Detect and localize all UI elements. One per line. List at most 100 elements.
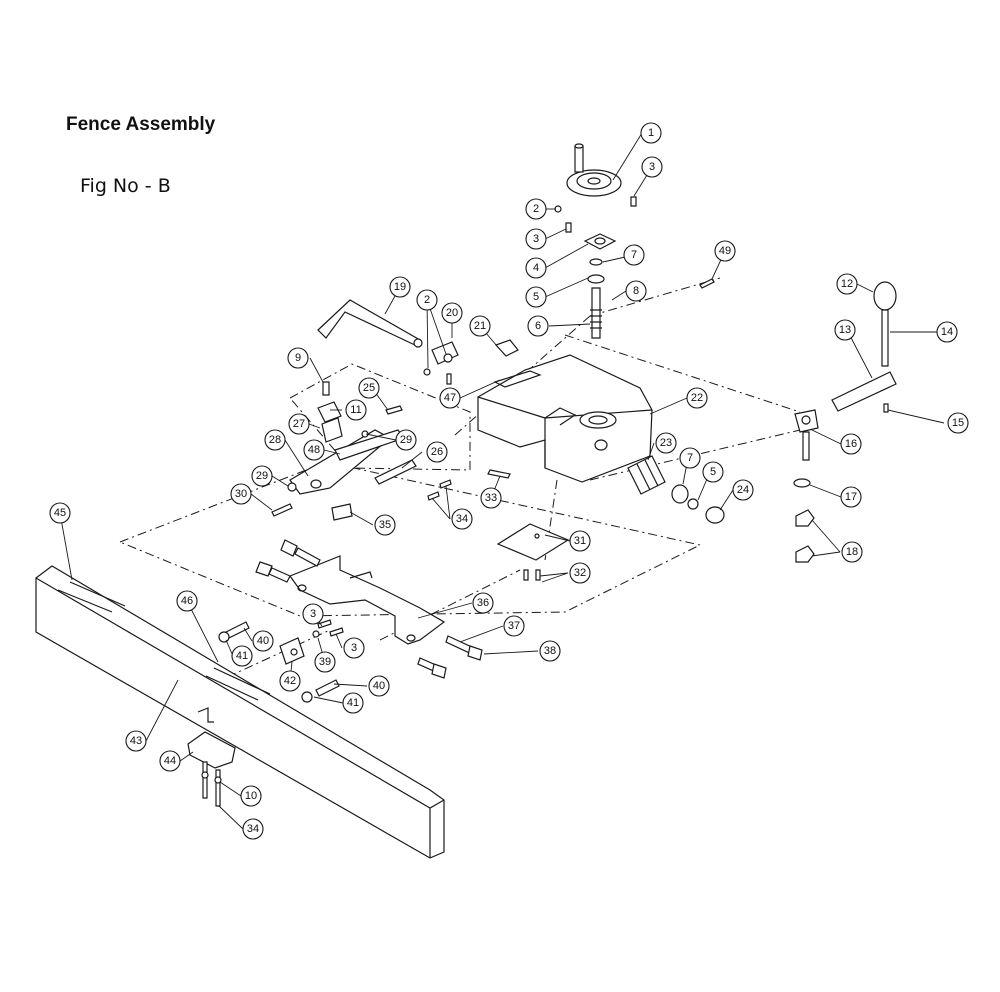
part-callout: 3 <box>641 156 663 178</box>
svg-text:39: 39 <box>319 656 331 668</box>
svg-text:34: 34 <box>247 823 259 835</box>
svg-text:44: 44 <box>164 755 176 767</box>
svg-text:9: 9 <box>295 352 301 364</box>
part-callout: 8 <box>625 280 647 302</box>
part-callout: 30 <box>230 483 252 505</box>
part-callout: 21 <box>469 315 491 337</box>
svg-text:3: 3 <box>351 642 357 654</box>
part-callout: 24 <box>732 479 754 501</box>
part-callout: 2 <box>416 289 438 311</box>
part-callout: 25 <box>358 377 380 399</box>
part-callout: 1 <box>640 122 662 144</box>
svg-text:34: 34 <box>456 513 468 525</box>
part-callout: 7 <box>623 244 645 266</box>
part-callout: 6 <box>527 315 549 337</box>
page-title: Fence Assembly <box>66 114 216 135</box>
svg-text:36: 36 <box>477 597 489 609</box>
part-callout: 35 <box>374 514 396 536</box>
svg-text:28: 28 <box>269 434 281 446</box>
part-callout: 17 <box>840 486 862 508</box>
clamp-handle <box>317 278 715 385</box>
part-callout: 34 <box>451 508 473 530</box>
svg-text:7: 7 <box>631 249 637 261</box>
lower-hardware <box>218 619 344 703</box>
part-callout: 9 <box>287 347 309 369</box>
svg-text:29: 29 <box>256 470 268 482</box>
svg-text:25: 25 <box>363 382 375 394</box>
part-callout: 33 <box>480 487 502 509</box>
figure-label: Fig No - B <box>80 175 171 197</box>
leader-lines <box>59 132 945 830</box>
svg-text:29: 29 <box>400 434 412 446</box>
svg-text:5: 5 <box>710 466 716 478</box>
svg-text:4: 4 <box>533 262 539 274</box>
svg-text:17: 17 <box>845 491 857 503</box>
svg-text:13: 13 <box>839 324 851 336</box>
part-callout: 16 <box>840 433 862 455</box>
svg-text:19: 19 <box>394 281 406 293</box>
part-callout: 43 <box>125 730 147 752</box>
svg-text:23: 23 <box>660 437 672 449</box>
svg-text:2: 2 <box>424 294 430 306</box>
part-callout: 48 <box>303 439 325 461</box>
svg-text:31: 31 <box>574 535 586 547</box>
svg-text:7: 7 <box>687 452 693 464</box>
part-callout: 13 <box>834 319 856 341</box>
part-callout: 29 <box>395 429 417 451</box>
slide-bracket <box>255 539 483 679</box>
part-callout: 32 <box>569 562 591 584</box>
svg-text:16: 16 <box>845 438 857 450</box>
svg-text:47: 47 <box>444 392 456 404</box>
part-callout: 40 <box>252 630 274 652</box>
svg-text:2: 2 <box>533 203 539 215</box>
svg-text:12: 12 <box>841 278 853 290</box>
svg-text:1: 1 <box>648 127 654 139</box>
part-callout: 18 <box>841 541 863 563</box>
svg-text:40: 40 <box>257 635 269 647</box>
svg-text:3: 3 <box>310 608 316 620</box>
svg-text:45: 45 <box>54 507 66 519</box>
handwheel-hub-and-shaft <box>554 196 637 339</box>
svg-text:38: 38 <box>544 645 556 657</box>
part-callout: 47 <box>439 387 461 409</box>
lock-lever-assembly <box>793 281 897 563</box>
svg-text:33: 33 <box>485 492 497 504</box>
svg-text:49: 49 <box>719 245 731 257</box>
svg-text:41: 41 <box>236 650 248 662</box>
part-callout: 14 <box>936 321 958 343</box>
part-callout: 10 <box>240 785 262 807</box>
pinion-shaft <box>627 455 725 524</box>
part-callout: 41 <box>231 645 253 667</box>
svg-text:8: 8 <box>633 285 639 297</box>
svg-text:40: 40 <box>373 680 385 692</box>
svg-text:6: 6 <box>535 320 541 332</box>
svg-text:30: 30 <box>235 488 247 500</box>
part-callout: 19 <box>389 276 411 298</box>
plate <box>496 523 570 581</box>
part-callout: 23 <box>655 432 677 454</box>
part-callout: 20 <box>441 302 463 324</box>
svg-text:43: 43 <box>130 735 142 747</box>
part-callout: 2 <box>525 198 547 220</box>
part-callout: 7 <box>679 447 701 469</box>
part-callout: 39 <box>314 651 336 673</box>
svg-text:27: 27 <box>293 418 305 430</box>
part-callout: 26 <box>426 441 448 463</box>
part-callout: 40 <box>368 675 390 697</box>
svg-text:21: 21 <box>474 320 486 332</box>
handwheel <box>566 143 622 197</box>
part-callout: 3 <box>302 603 324 625</box>
svg-text:26: 26 <box>431 446 443 458</box>
part-callout: 28 <box>264 429 286 451</box>
svg-text:32: 32 <box>574 567 586 579</box>
svg-text:46: 46 <box>181 595 193 607</box>
fence-main-body <box>477 354 653 483</box>
part-callout: 44 <box>159 750 181 772</box>
part-callout: 15 <box>947 412 969 434</box>
part-callout: 46 <box>176 590 198 612</box>
part-callout: 49 <box>714 240 736 262</box>
svg-text:41: 41 <box>347 697 359 709</box>
svg-text:3: 3 <box>649 161 655 173</box>
svg-text:20: 20 <box>446 307 458 319</box>
part-callout: 12 <box>836 273 858 295</box>
